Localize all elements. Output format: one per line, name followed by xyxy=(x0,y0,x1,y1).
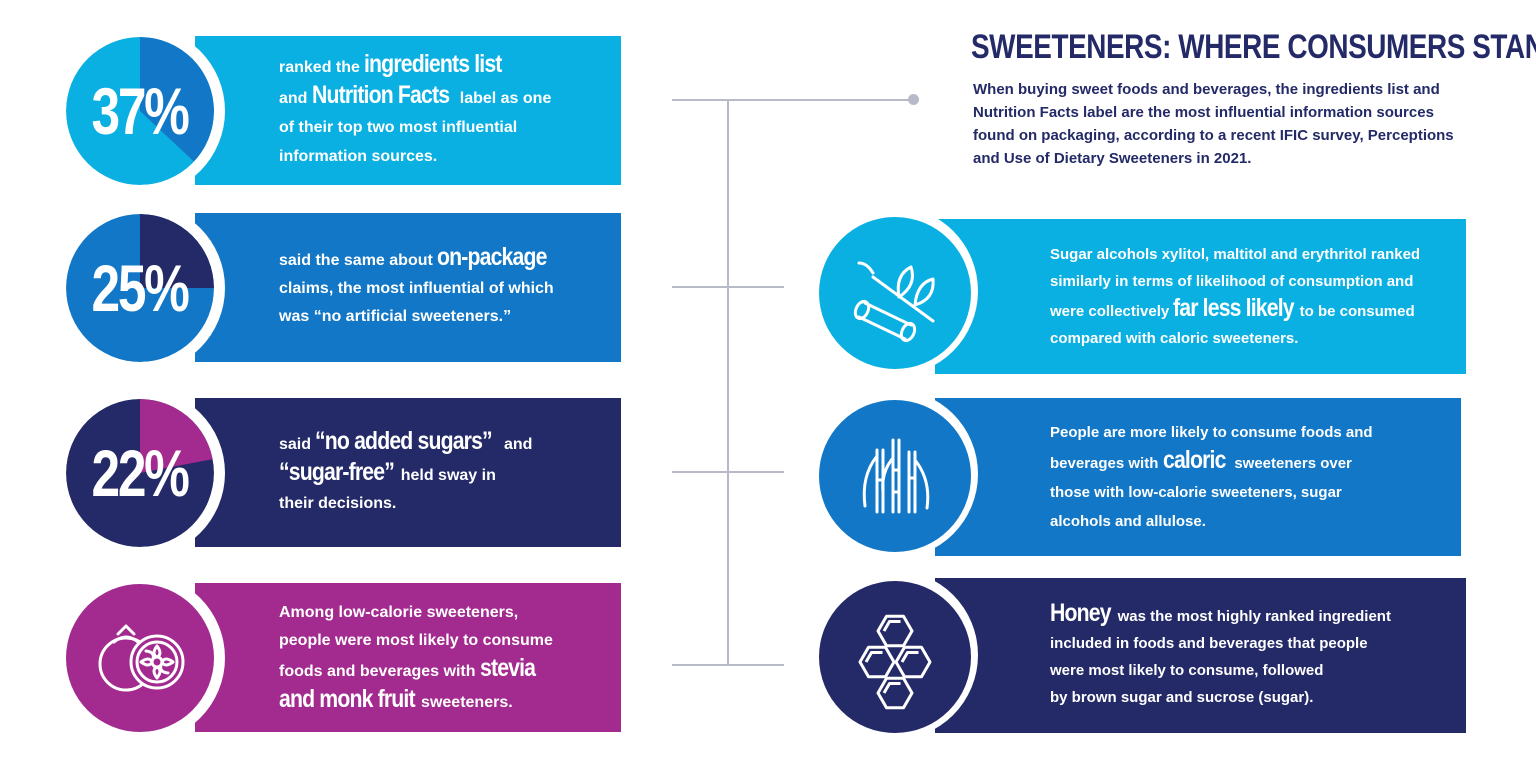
fruit-circle xyxy=(66,584,214,732)
connector-end-dot xyxy=(908,94,919,105)
fact-band-sugar-alcohols: Sugar alcohols xylitol, maltitol and ery… xyxy=(935,219,1466,374)
honeycomb-cell xyxy=(876,614,914,648)
fact-circle-3 xyxy=(819,581,971,733)
birch-log-leaves-icon xyxy=(853,261,935,343)
page-title: SWEETENERS: WHERE CONSUMERS STAND xyxy=(971,28,1536,66)
honeycomb-cell xyxy=(894,645,932,679)
honeycomb-cell-inner xyxy=(882,682,901,694)
pie-slice-25 xyxy=(140,214,214,288)
honeycomb-cell-inner xyxy=(882,620,901,632)
connector-to-title xyxy=(672,99,914,101)
pie-slice-37 xyxy=(140,37,214,162)
mangosteen-fruit-icon xyxy=(98,624,185,692)
sugarcane-icon xyxy=(862,438,930,514)
percent-25: 25% xyxy=(91,251,190,325)
percent-37: 37% xyxy=(91,74,190,148)
connector-branch-2 xyxy=(672,471,784,473)
percent-22: 22% xyxy=(91,436,190,510)
honeycomb-cell-inner xyxy=(900,651,919,663)
honeycomb-cell-inner xyxy=(864,651,883,663)
stat-band-stevia: Among low-calorie sweeteners, people wer… xyxy=(195,583,621,732)
stat-band-ingredients: ranked the ingredients list and Nutritio… xyxy=(195,36,621,185)
stat-band-no-added-sugars: said “no added sugars” and “sugar-free” … xyxy=(195,398,621,547)
intro-paragraph: When buying sweet foods and beverages, t… xyxy=(973,81,1454,167)
connector-vertical xyxy=(727,100,729,665)
honeycomb-cell xyxy=(876,676,914,710)
pie-chart-37: 37% xyxy=(66,37,214,185)
connector-branch-1 xyxy=(672,286,784,288)
honeycomb-cell xyxy=(858,645,896,679)
honeycomb-icon xyxy=(858,614,932,710)
fact-circle-1 xyxy=(819,217,971,369)
fact-band-caloric: People are more likely to consume foods … xyxy=(935,398,1461,556)
fact-circle-2 xyxy=(819,400,971,552)
pie-chart-22: 22% xyxy=(66,399,214,547)
stat-band-on-package: said the same about on-package claims, t… xyxy=(195,213,621,362)
connector-branch-3 xyxy=(672,664,784,666)
pie-slice-22 xyxy=(140,399,213,473)
pie-chart-25: 25% xyxy=(66,214,214,362)
fact-band-honey: Honey was the most highly ranked ingredi… xyxy=(935,578,1466,733)
